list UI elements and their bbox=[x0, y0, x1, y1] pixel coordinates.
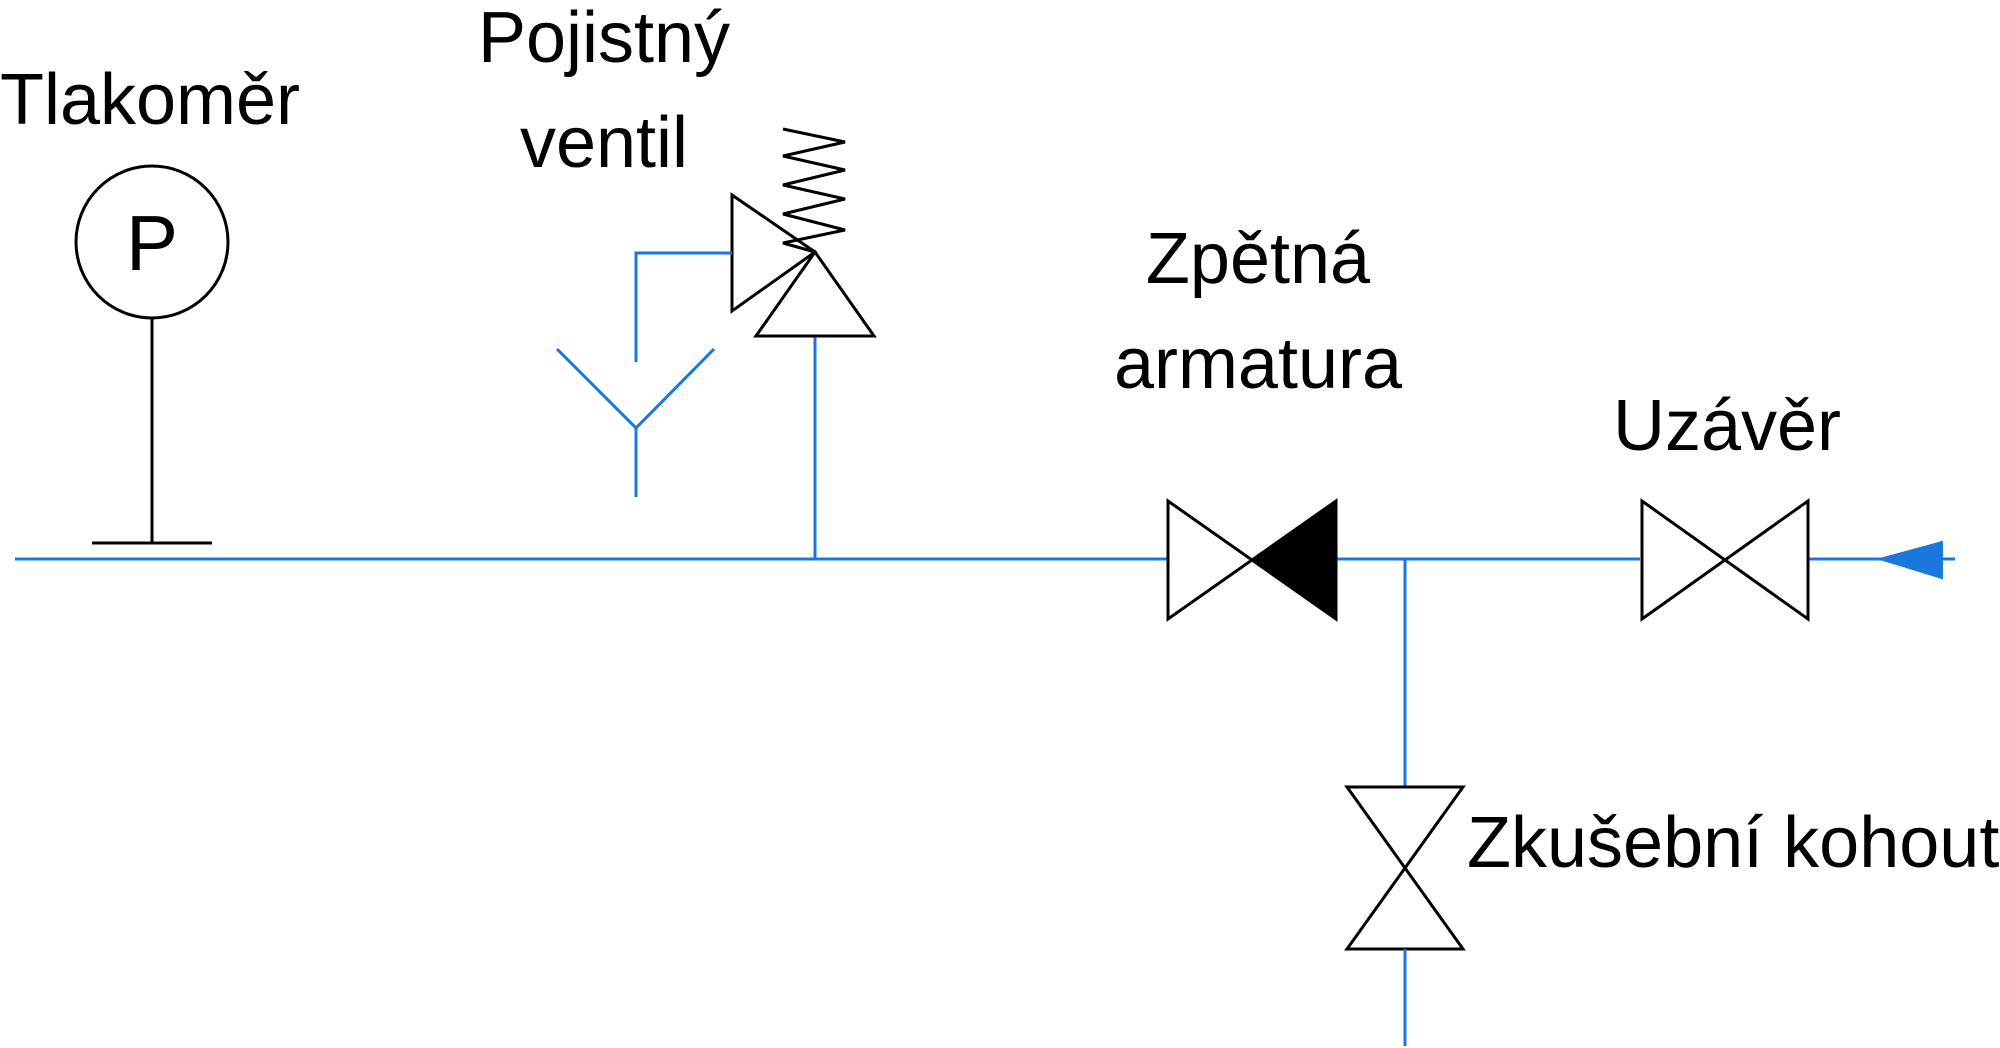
safety-valve-discharge-pipe bbox=[634, 251, 732, 362]
pressure-gauge-symbol: P bbox=[126, 199, 178, 287]
shutoff-valve-right-triangle bbox=[1722, 498, 1810, 622]
check-valve-label-line1: Zpětná bbox=[1146, 219, 1371, 299]
safety-valve-inlet-triangle bbox=[753, 249, 877, 338]
shutoff-valve-label: Uzávěr bbox=[1613, 386, 1841, 466]
check-valve-open-triangle bbox=[1166, 498, 1255, 622]
shutoff-valve-left-triangle bbox=[1640, 498, 1728, 622]
test-cock-label: Zkušební kohout bbox=[1467, 803, 1999, 883]
test-cock-lower-triangle bbox=[1344, 865, 1466, 951]
check-valve bbox=[1166, 498, 1338, 622]
safety-valve bbox=[555, 127, 877, 559]
pressure-gauge: P bbox=[74, 164, 230, 545]
shutoff-valve bbox=[1640, 498, 1810, 622]
safety-valve-label-line1: Pojistný bbox=[478, 0, 730, 78]
check-valve-label-line2: armatura bbox=[1114, 324, 1403, 404]
test-cock-upper-triangle bbox=[1344, 785, 1466, 871]
spring-icon bbox=[782, 127, 846, 254]
check-valve-filled-triangle bbox=[1249, 498, 1338, 622]
safety-valve-label-line2: ventil bbox=[520, 103, 688, 183]
flow-direction-arrow bbox=[1876, 540, 1943, 580]
pressure-gauge-label: Tlakoměr bbox=[0, 60, 300, 140]
test-cock bbox=[1344, 559, 1466, 1046]
safety-valve-outlet-triangle bbox=[730, 192, 818, 314]
